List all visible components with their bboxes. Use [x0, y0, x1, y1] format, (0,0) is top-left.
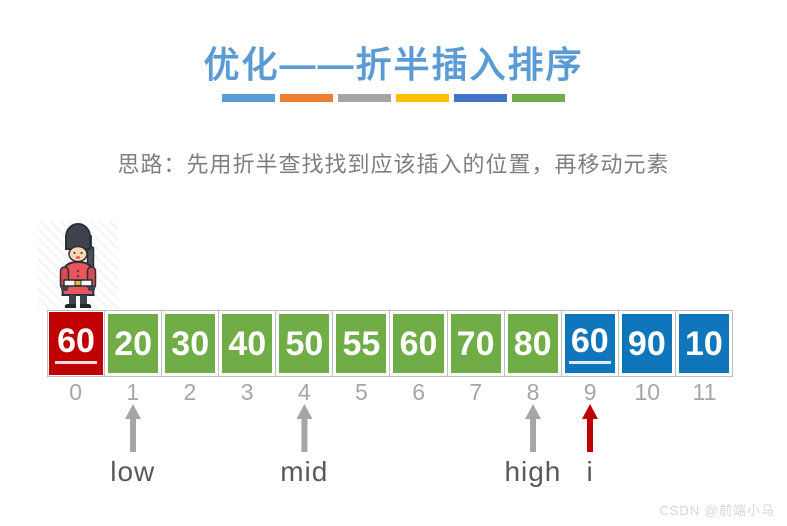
- pointer-label: i: [586, 456, 594, 487]
- pointer: low: [110, 404, 155, 488]
- array-index-label: 8: [526, 379, 540, 405]
- array-cell: 55: [333, 311, 391, 376]
- pointer-label: high: [504, 456, 562, 487]
- array-cell-box: 30: [165, 314, 216, 373]
- array-cell-box: 55: [336, 314, 387, 373]
- up-arrow-icon: [582, 404, 599, 452]
- array-cell: 60: [390, 311, 448, 376]
- array-cell-box: 60: [49, 312, 104, 375]
- array-cell: 60: [562, 311, 619, 376]
- array-cell-box: 80: [507, 314, 558, 373]
- title-bar-segment: [396, 94, 449, 102]
- array-index-label: 3: [240, 379, 254, 405]
- array-cell-value: 80: [513, 324, 552, 363]
- array-cell-value: 70: [456, 324, 495, 363]
- pointer: high: [504, 404, 561, 488]
- array-index-label: 0: [69, 379, 82, 405]
- array-cell: 50: [276, 311, 334, 376]
- array-cell-box: 70: [450, 314, 501, 373]
- pointer-label: mid: [280, 456, 329, 487]
- array-cell: 90: [619, 311, 676, 376]
- up-arrow-icon: [296, 404, 313, 452]
- array-index-label: 10: [634, 379, 661, 405]
- up-arrow-icon: [524, 404, 541, 452]
- array-cell-value: 10: [684, 324, 723, 363]
- array-table: 60 20 30 40 50 55 60 70 80 60: [47, 310, 733, 377]
- array-cell-box: 10: [678, 314, 729, 373]
- array-cell: 70: [448, 311, 505, 376]
- array-index-label: 2: [183, 379, 197, 405]
- array-cell-value: 55: [342, 324, 381, 363]
- array-index-row: 0 1 2 3 4 5 6 7 8 9 10 11: [47, 379, 733, 406]
- array-cell-value: 60: [399, 324, 438, 363]
- royal-guard-soldier-svg: [59, 223, 97, 308]
- array-index-label: 11: [692, 379, 717, 405]
- array-cell-box: 50: [279, 314, 330, 373]
- array-cell-box: 40: [222, 314, 273, 373]
- array-cell-value: 40: [228, 324, 267, 363]
- array-index-label: 9: [583, 379, 597, 405]
- subtitle-text: 思路：先用折半查找找到应该插入的位置，再移动元素: [117, 152, 670, 177]
- pointer: i: [582, 404, 599, 488]
- array-cell-value: 30: [171, 324, 210, 363]
- array-index-label: 1: [126, 379, 140, 405]
- array-cell: 60: [48, 311, 106, 376]
- up-arrow-icon: [124, 404, 141, 452]
- array-cell: 30: [162, 311, 220, 376]
- array-cell-value: 50: [285, 324, 324, 363]
- array-cell-value: 60: [55, 324, 97, 364]
- title-underline-bars: [0, 94, 787, 102]
- array-cell-box: 60: [393, 314, 444, 373]
- array-cell: 10: [676, 311, 732, 376]
- array-index-label: 7: [469, 379, 483, 405]
- title-bar-segment: [338, 94, 391, 102]
- array-cell-value: 20: [114, 324, 153, 363]
- page-title: 优化——折半插入排序: [203, 44, 584, 85]
- pointer-layer: low mid high i: [47, 404, 733, 504]
- title-bar-segment: [222, 94, 275, 102]
- watermark-text: CSDN @前端小马: [659, 503, 775, 518]
- array-index-label: 4: [297, 379, 311, 405]
- pointer-label: low: [110, 456, 156, 487]
- title-bar-segment: [280, 94, 333, 102]
- royal-guard-soldier-icon: [38, 221, 118, 309]
- array-cell-box: 90: [621, 314, 672, 373]
- title-bar-segment: [454, 94, 507, 102]
- array-cell-value: 90: [627, 324, 666, 363]
- array-index-label: 5: [355, 379, 368, 405]
- array-cell-box: 20: [108, 314, 159, 373]
- array-cell: 40: [219, 311, 277, 376]
- array-cell: 80: [505, 311, 562, 376]
- array-cell-box: 60: [564, 314, 615, 373]
- array-cell: 20: [105, 311, 163, 376]
- title-bar-segment: [512, 94, 565, 102]
- array-index-label: 6: [412, 379, 426, 405]
- pointer: mid: [280, 404, 328, 488]
- array-cell-value: 60: [568, 324, 611, 364]
